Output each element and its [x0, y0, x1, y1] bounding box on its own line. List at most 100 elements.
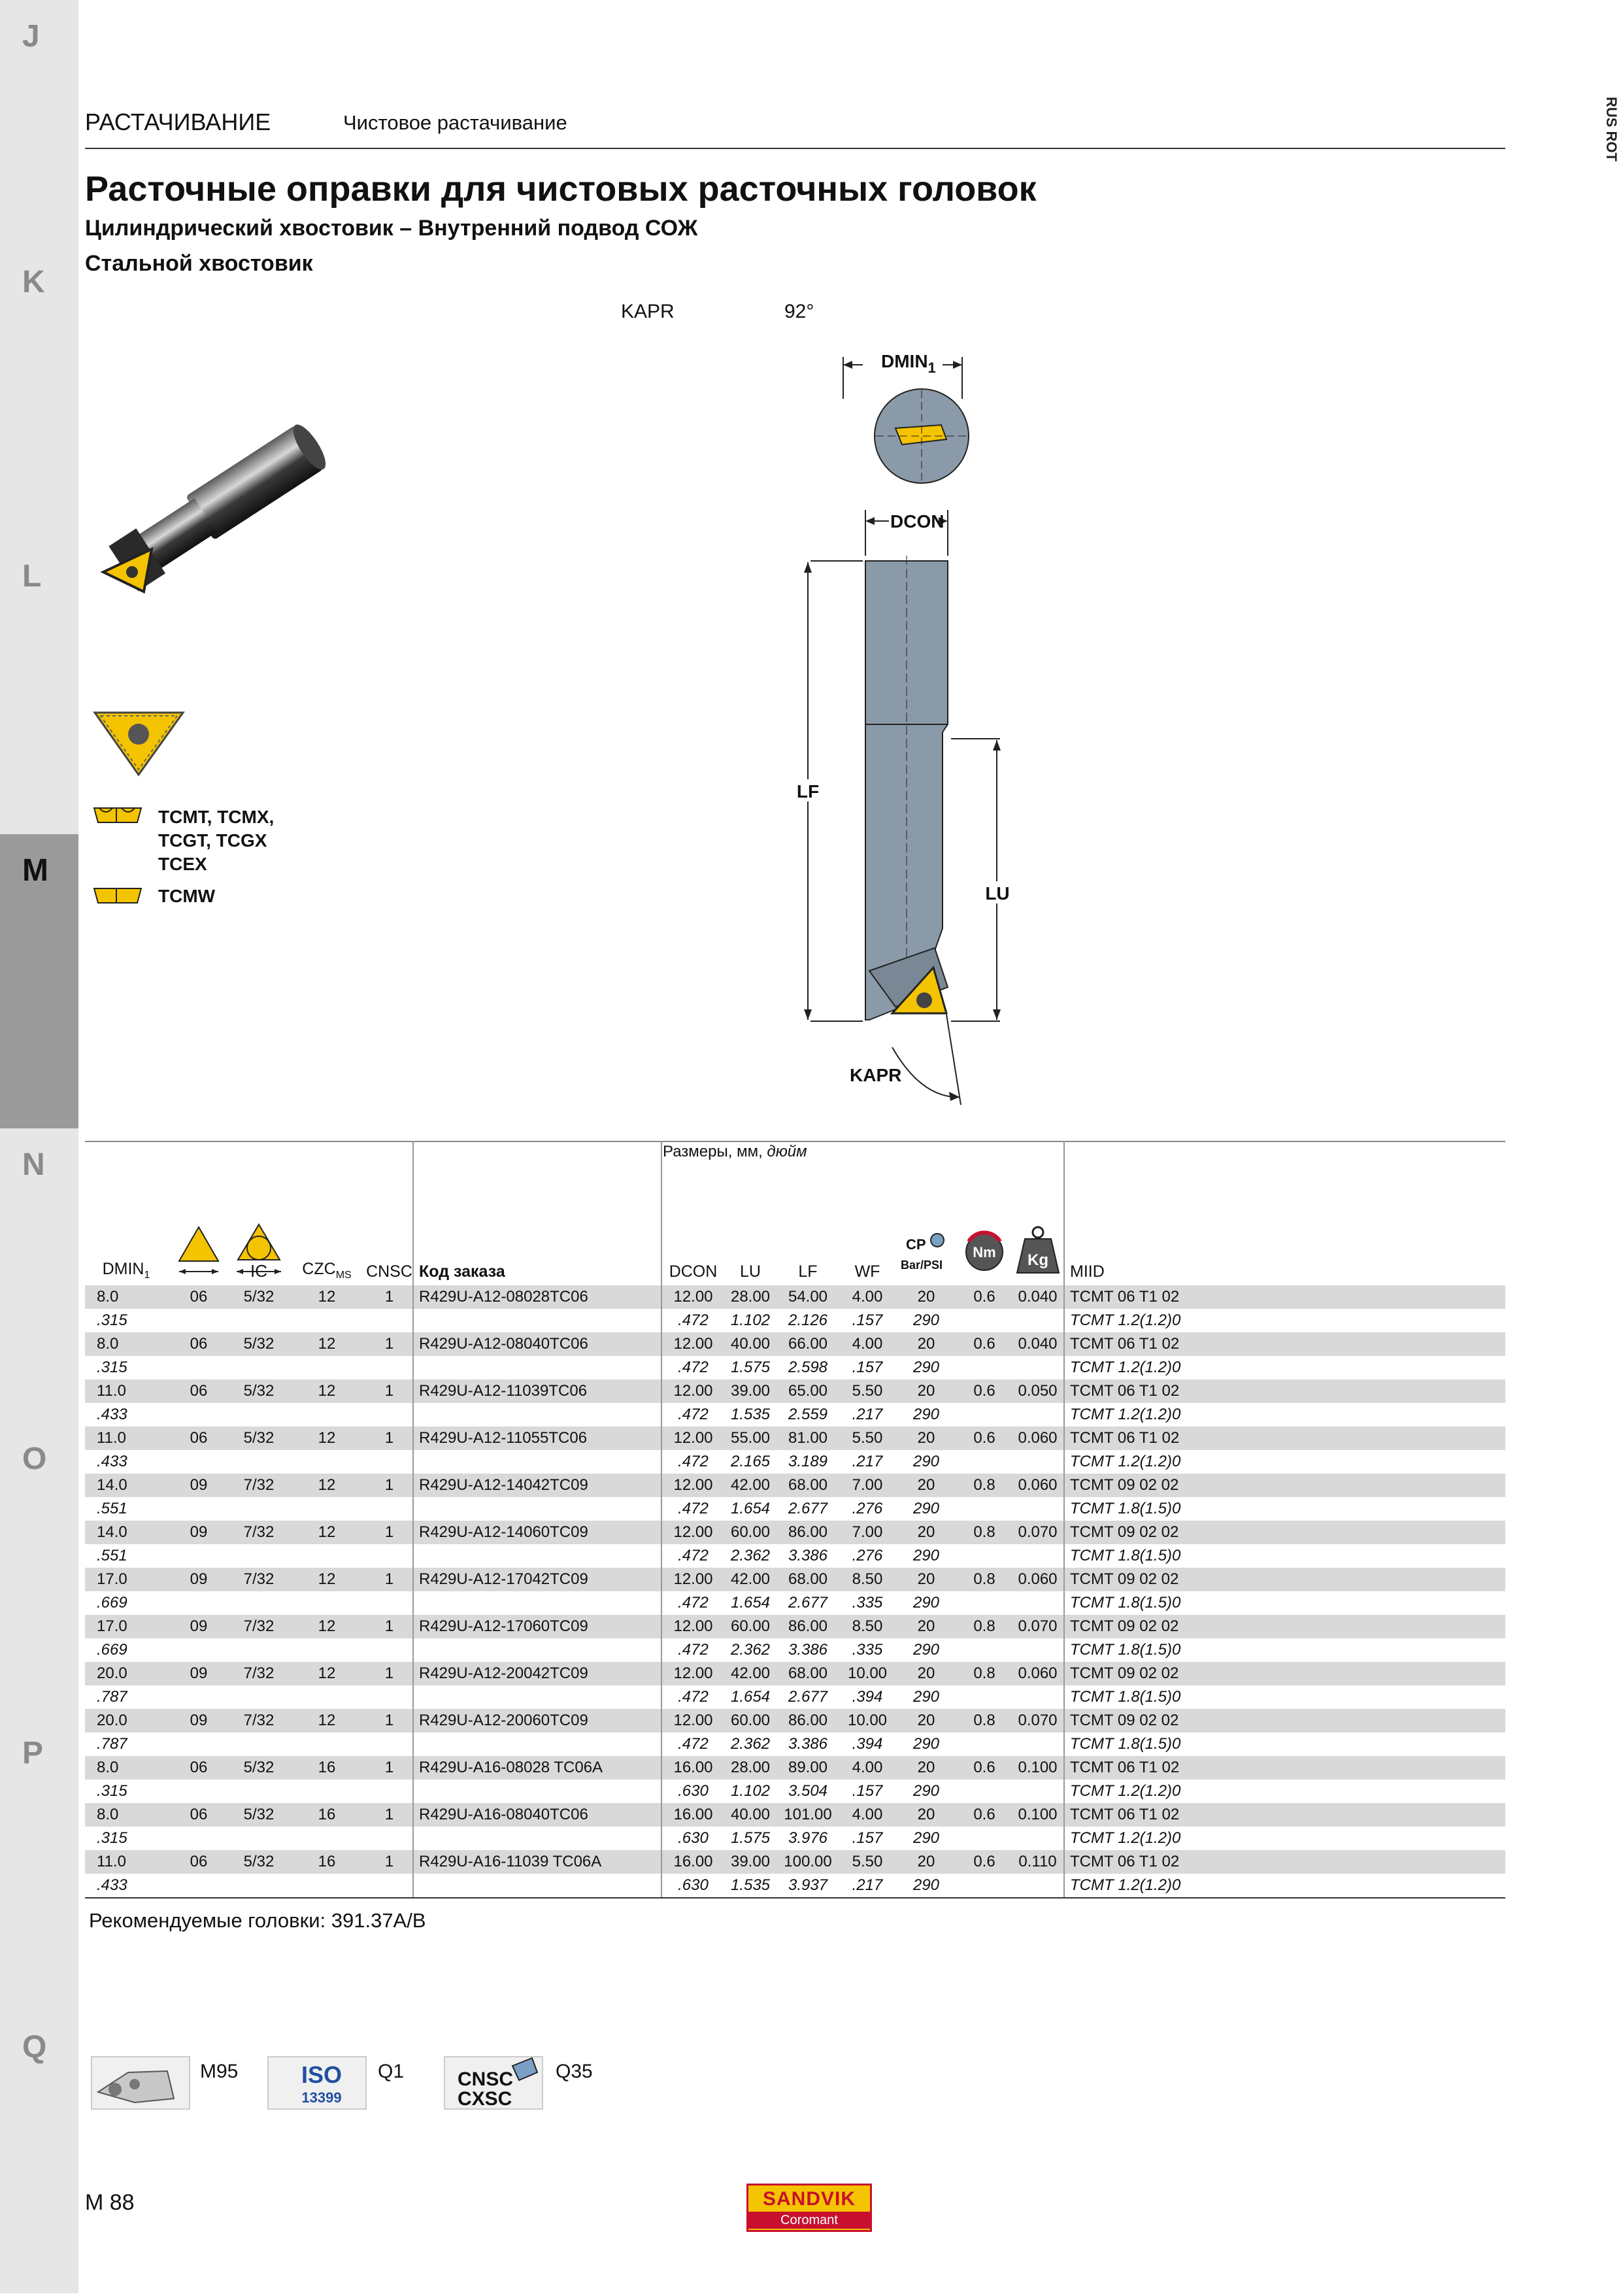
cell-cp: 290 [895, 1827, 957, 1850]
cell-empty [957, 1356, 1012, 1379]
cell-czc: 12 [288, 1709, 366, 1732]
cell-lf: 68.00 [777, 1474, 839, 1497]
insert-screw-icon [126, 566, 138, 578]
cell-empty [957, 1309, 1012, 1332]
ref-page-q1[interactable]: Q1 [378, 2061, 405, 2082]
cell-dcon: .472 [661, 1309, 724, 1332]
cell-wf: .276 [839, 1497, 895, 1521]
cell-code: R429U-A16-11039 TC06A [412, 1850, 661, 1874]
cell-kg: 0.100 [1012, 1803, 1064, 1827]
cell-miid: TCMT 06 T1 02 [1063, 1332, 1505, 1356]
cell-miid: TCMT 1.2(1.2)0 [1063, 1309, 1505, 1332]
index-tab-l[interactable]: L [0, 540, 78, 837]
cell-lf: 3.504 [777, 1780, 839, 1803]
index-tab-letter: N [22, 1147, 45, 1182]
cell-lf: 68.00 [777, 1568, 839, 1591]
cell-nm: 0.6 [957, 1850, 1012, 1874]
index-tab-m[interactable]: M [0, 834, 78, 1138]
cell-size: 06 [167, 1756, 230, 1780]
index-tab-p[interactable]: P [0, 1717, 78, 2014]
index-tab-j[interactable]: J [0, 0, 78, 248]
cell-empty [1012, 1874, 1064, 1899]
adapter-icon[interactable] [89, 2053, 197, 2112]
cell-lu: 1.535 [724, 1874, 777, 1899]
cell-cnsc: 1 [366, 1474, 413, 1497]
cell-wf: 4.00 [839, 1756, 895, 1780]
cell-size: 06 [167, 1332, 230, 1356]
iso-13399-icon[interactable]: ISO 13399 [265, 2053, 373, 2112]
cell-wf: 5.50 [839, 1850, 895, 1874]
brand-name: SANDVIK [762, 2188, 856, 2210]
cell-code: R429U-A12-14060TC09 [412, 1521, 661, 1544]
cell-cnsc: 1 [366, 1756, 413, 1780]
index-tab-n[interactable]: N [0, 1128, 78, 1425]
cell-ic: 7/32 [230, 1568, 288, 1591]
index-tab-letter: K [22, 265, 45, 299]
index-tab-o[interactable]: O [0, 1423, 78, 1719]
cell-lf: 81.00 [777, 1427, 839, 1450]
cell-empty [412, 1780, 661, 1803]
tool-photo [100, 424, 326, 594]
end-view-insert [894, 424, 948, 446]
cell-kg: 0.040 [1012, 1285, 1064, 1309]
cell-lu: 1.575 [724, 1356, 777, 1379]
col-lf: LF [798, 1262, 818, 1281]
cell-miid: TCMT 09 02 02 [1063, 1568, 1505, 1591]
col-size [167, 1141, 230, 1285]
cell-dmin: 11.0 [85, 1379, 167, 1403]
cell-empty [167, 1685, 230, 1709]
index-tab-k[interactable]: K [0, 246, 78, 543]
cell-dcon: 12.00 [661, 1521, 724, 1544]
cell-lf: 86.00 [777, 1615, 839, 1638]
cell-lf: 3.189 [777, 1450, 839, 1474]
cell-empty [167, 1780, 230, 1803]
cell-empty [366, 1685, 413, 1709]
cell-size: 06 [167, 1285, 230, 1309]
cnsc-cxsc-icon[interactable]: CNSC CXSC [442, 2053, 553, 2112]
dmin-label: DMIN [881, 351, 928, 371]
ref-page-m95[interactable]: M95 [200, 2061, 239, 2082]
cell-miid: TCMT 1.8(1.5)0 [1063, 1591, 1505, 1615]
cell-czc: 12 [288, 1568, 366, 1591]
cell-empty [366, 1780, 413, 1803]
section-sub-title: Чистовое растачивание [343, 111, 567, 134]
cell-size: 09 [167, 1568, 230, 1591]
col-dmin: DMIN1 [102, 1260, 150, 1281]
cell-cp: 290 [895, 1309, 957, 1332]
cell-miid: TCMT 1.8(1.5)0 [1063, 1497, 1505, 1521]
tool-shank [187, 426, 322, 539]
ref-page-q35[interactable]: Q35 [556, 2061, 593, 2082]
cell-lu: 60.00 [724, 1709, 777, 1732]
cell-dcon: 12.00 [661, 1285, 724, 1309]
insert-flat-icon [93, 888, 142, 903]
cell-cp: 290 [895, 1356, 957, 1379]
cell-empty [288, 1450, 366, 1474]
cell-dmin: 11.0 [85, 1850, 167, 1874]
cell-nm: 0.6 [957, 1427, 1012, 1450]
cell-cnsc: 1 [366, 1285, 413, 1309]
col-lu: LU [740, 1262, 761, 1281]
lu-label: LU [985, 883, 1009, 903]
cell-empty [1012, 1591, 1064, 1615]
cell-empty [167, 1356, 230, 1379]
cell-ic: 7/32 [230, 1474, 288, 1497]
insert-types-line-3: TCEX [158, 854, 207, 874]
col-miid: MIID [1063, 1141, 1505, 1285]
cell-lf: 66.00 [777, 1332, 839, 1356]
cell-nm: 0.6 [957, 1379, 1012, 1403]
index-tab-q[interactable]: Q [0, 2011, 78, 2296]
kapr-drawing-label: KAPR [850, 1065, 901, 1085]
cell-kg: 0.110 [1012, 1850, 1064, 1874]
cell-lf: 54.00 [777, 1285, 839, 1309]
cell-nm: 0.8 [957, 1568, 1012, 1591]
cell-cnsc: 1 [366, 1521, 413, 1544]
cell-dmin: .787 [85, 1685, 167, 1709]
cell-wf: 4.00 [839, 1332, 895, 1356]
cell-empty [167, 1732, 230, 1756]
cell-empty [230, 1497, 288, 1521]
